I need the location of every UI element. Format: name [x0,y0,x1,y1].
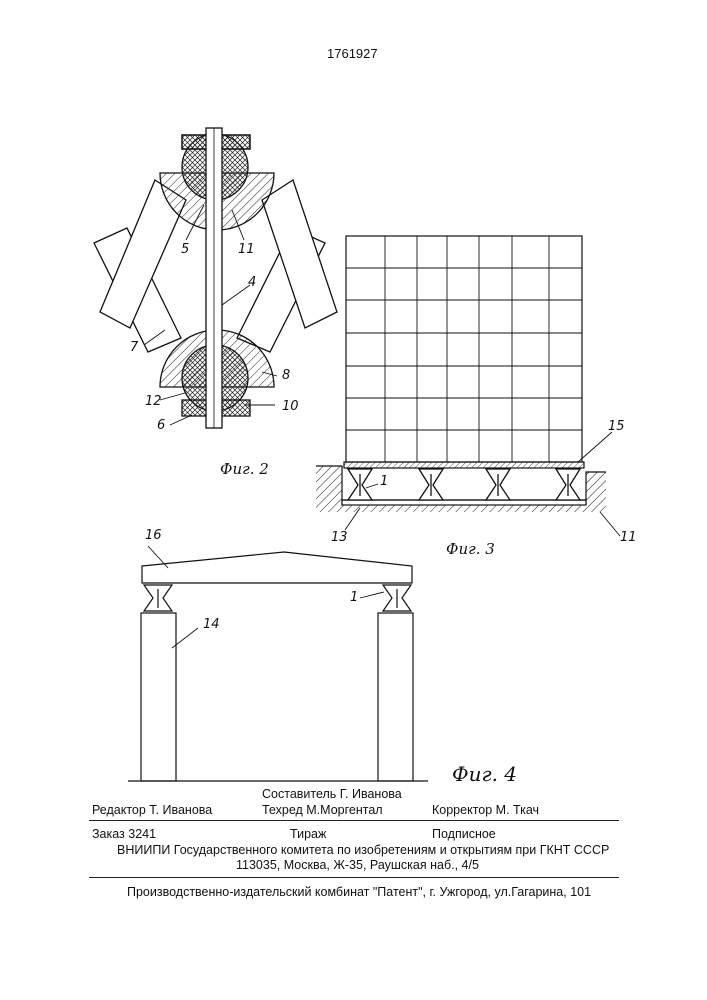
figure-4 [128,546,428,781]
fig2-caption: Фиг. 2 [220,460,269,478]
fig2-label-4: 4 [248,275,256,290]
fig2-label-11: 11 [238,242,255,257]
techred: Техред М.Моргентал [262,803,383,817]
fig2-label-12: 12 [145,394,162,409]
fig3-caption: Фиг. 3 [446,540,495,558]
fig2-label-5: 5 [181,242,189,257]
fig2-label-8: 8 [282,368,290,383]
circulation: Тираж [290,827,326,841]
footer-rule-1 [89,820,619,821]
fig3-label-1: 1 [380,474,388,489]
fig3-label-11: 11 [620,530,637,545]
corrector: Корректор М. Ткач [432,803,539,817]
fig4-label-16: 16 [145,528,162,543]
subscription: Подписное [432,827,496,841]
fig2-label-10: 10 [282,399,299,414]
fig3-label-15: 15 [608,419,625,434]
fig4-label-14: 14 [203,617,220,632]
fig2-label-6: 6 [157,418,165,433]
institute: ВНИИПИ Государственного комитета по изоб… [117,843,609,857]
figure-3 [316,236,620,536]
fig3-label-13: 13 [331,530,348,545]
compiler: Составитель Г. Иванова [262,787,402,801]
footer-rule-2 [89,877,619,878]
address: 113035, Москва, Ж-35, Раушская наб., 4/5 [236,858,479,872]
fig4-caption: Фиг. 4 [452,762,517,786]
order: Заказ 3241 [92,827,156,841]
figure-2 [94,128,337,428]
fig4-label-1: 1 [350,590,358,605]
editor: Редактор Т. Иванова [92,803,212,817]
fig2-label-7: 7 [130,340,138,355]
publisher: Производственно-издательский комбинат "П… [127,885,591,899]
